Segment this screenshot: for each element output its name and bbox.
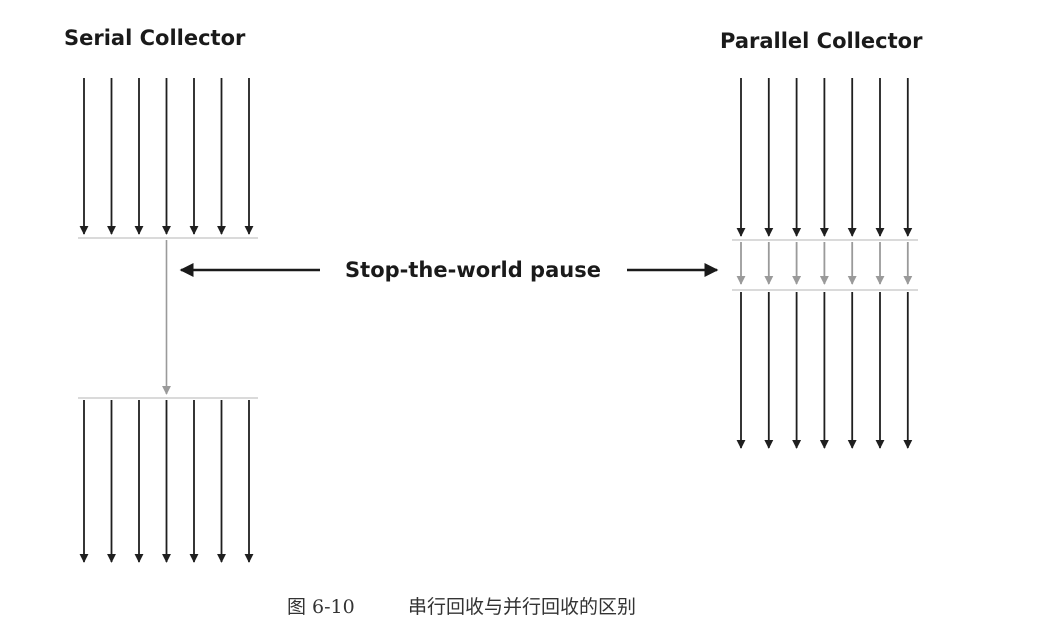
figure-number: 图 6-10	[287, 596, 355, 618]
parallel-collector-diagram	[732, 78, 918, 449]
serial-collector-diagram	[78, 78, 258, 563]
stop-the-world-annotation: Stop-the-world pause	[179, 258, 719, 282]
serial-collector-title: Serial Collector	[64, 26, 246, 50]
parallel-collector-title: Parallel Collector	[720, 29, 923, 53]
pause-label: Stop-the-world pause	[345, 258, 601, 282]
figure-caption: 串行回收与并行回收的区别	[408, 596, 636, 618]
